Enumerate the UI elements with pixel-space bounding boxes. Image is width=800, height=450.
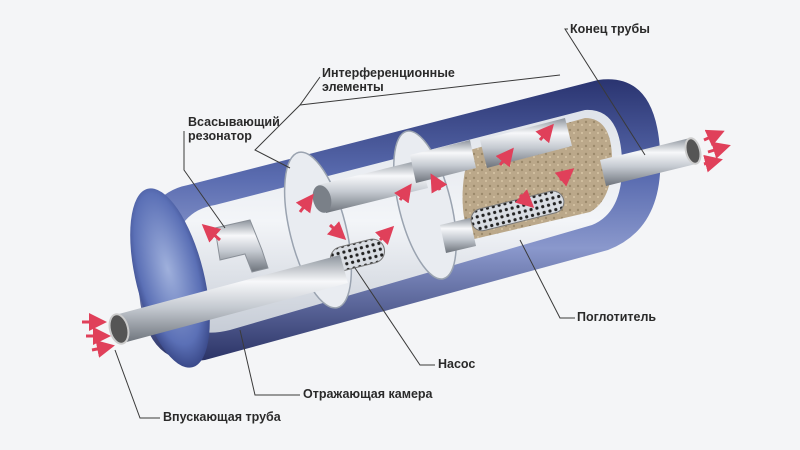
absorber-perforated-tube — [470, 190, 565, 232]
label-interference-elements: Интерференционные элементы — [322, 66, 455, 94]
label-intake-resonator: Всасывающий резонатор — [188, 115, 280, 143]
leader-lines — [114, 28, 646, 419]
gas-flow-arrows — [82, 123, 731, 358]
label-resonator-line1: Всасывающий — [188, 115, 280, 129]
resonator-elbow-pipe — [214, 219, 269, 273]
label-inlet-pipe: Впускающая труба — [163, 410, 281, 424]
outlet-pipe — [600, 137, 702, 186]
label-pump: Насос — [438, 357, 476, 371]
label-pipe-end: Конец трубы — [570, 22, 650, 36]
label-reflect-chamber: Отражающая камера — [303, 387, 433, 401]
label-resonator-line2: резонатор — [188, 129, 252, 143]
label-interference-line1: Интерференционные — [322, 66, 455, 80]
label-interference-line2: элементы — [322, 80, 384, 94]
label-absorber: Поглотитель — [577, 310, 657, 324]
